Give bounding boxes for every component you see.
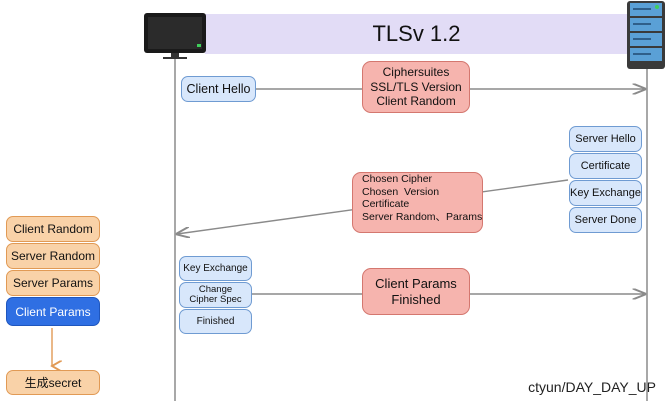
client-hello-box: Client Hello	[181, 76, 256, 102]
diagram-title: TLSv 1.2	[372, 21, 461, 46]
server-params-box: Server Params	[6, 270, 100, 296]
client-box-label: Change Cipher Spec	[189, 284, 242, 305]
server-box-label: Key Exchange	[570, 187, 641, 199]
stack-label: Server Params	[12, 276, 94, 290]
msg2-line: Server Random、Params	[362, 210, 483, 223]
server-box-label: Server Done	[574, 214, 637, 226]
server-done-box: Server Done	[569, 207, 642, 233]
stack-label: Client Params	[15, 304, 91, 319]
client-params-box: Client Params	[6, 297, 100, 326]
server-hello-box: Server Hello	[569, 126, 642, 152]
server-response-params-box: Chosen Cipher Chosen Version Certificate…	[352, 172, 483, 233]
key-exchange-server-box: Key Exchange	[569, 180, 642, 206]
server-icon	[627, 1, 665, 69]
client-finish-params-box: Client Params Finished	[362, 268, 470, 315]
msg3-line: Client Params	[375, 275, 457, 291]
server-box-label: Server Hello	[575, 133, 636, 145]
secret-box: 生成secret	[6, 370, 100, 395]
msg2-line: Certificate	[362, 198, 410, 211]
monitor-icon	[144, 13, 206, 59]
client-hello-label: Client Hello	[186, 82, 251, 96]
client-hello-params-box: Ciphersuites SSL/TLS Version Client Rand…	[362, 61, 470, 113]
change-cipher-spec-box: Change Cipher Spec	[179, 282, 252, 308]
msg2-line: Chosen Version	[362, 185, 440, 198]
finished-client-box: Finished	[179, 309, 252, 334]
watermark: ctyun/DAY_DAY_UP	[528, 379, 656, 395]
msg2-line: Chosen Cipher	[362, 173, 433, 185]
certificate-box: Certificate	[569, 153, 642, 179]
stack-label: Client Random	[13, 222, 93, 236]
msg1-line: Client Random	[376, 94, 456, 109]
msg3-line: Finished	[391, 291, 441, 307]
msg1-line: SSL/TLS Version	[370, 79, 462, 94]
msg1-line: Ciphersuites	[382, 65, 450, 80]
server-box-label: Certificate	[580, 160, 631, 172]
key-exchange-client-box: Key Exchange	[179, 256, 252, 281]
server-random-box: Server Random	[6, 243, 100, 269]
title-banner	[205, 14, 628, 54]
client-box-label: Finished	[196, 316, 235, 327]
server-lifeline	[646, 68, 648, 401]
client-box-label: Key Exchange	[183, 263, 248, 274]
secret-label: 生成secret	[24, 376, 82, 390]
client-random-box: Client Random	[6, 216, 100, 242]
stack-label: Server Random	[10, 249, 96, 263]
